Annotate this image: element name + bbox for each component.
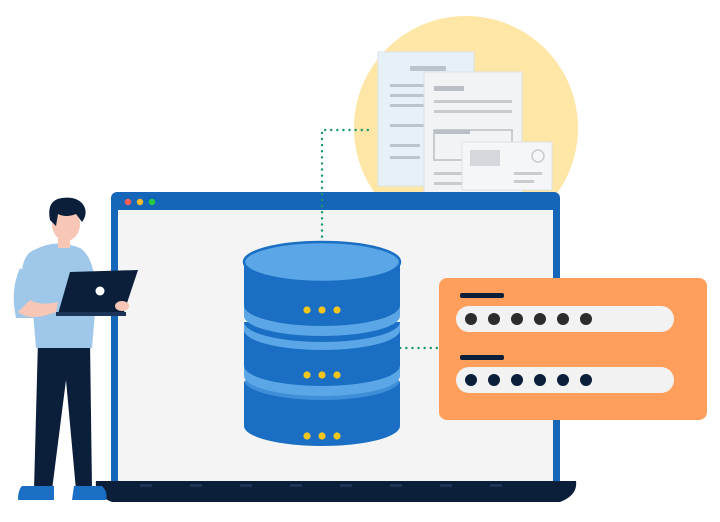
login-card-icon — [439, 278, 707, 420]
password-field-2-dots — [465, 374, 592, 386]
person-hair — [49, 197, 86, 226]
person-shoe-left — [18, 486, 54, 500]
connector-documents — [320, 128, 372, 257]
window-close-dot — [124, 198, 132, 206]
envelope-icon — [461, 141, 553, 191]
laptop-base-keys — [140, 484, 502, 487]
username-label-bar — [460, 293, 504, 298]
database-indicator-dots — [303, 306, 341, 440]
person-with-laptop-icon — [13, 197, 138, 500]
password-field-1-dots — [465, 313, 592, 325]
database-stack-icon — [242, 240, 402, 446]
laptop-base — [95, 481, 577, 502]
person-face — [52, 207, 80, 241]
window-maximize-dot — [148, 198, 156, 206]
person-shoe-right — [72, 486, 107, 500]
person-shirt — [22, 243, 96, 348]
login-card — [439, 278, 707, 420]
password-label-bar — [460, 355, 504, 360]
person-laptop-logo — [95, 286, 105, 296]
window-minimize-dot — [136, 198, 144, 206]
person-pants — [34, 340, 92, 490]
